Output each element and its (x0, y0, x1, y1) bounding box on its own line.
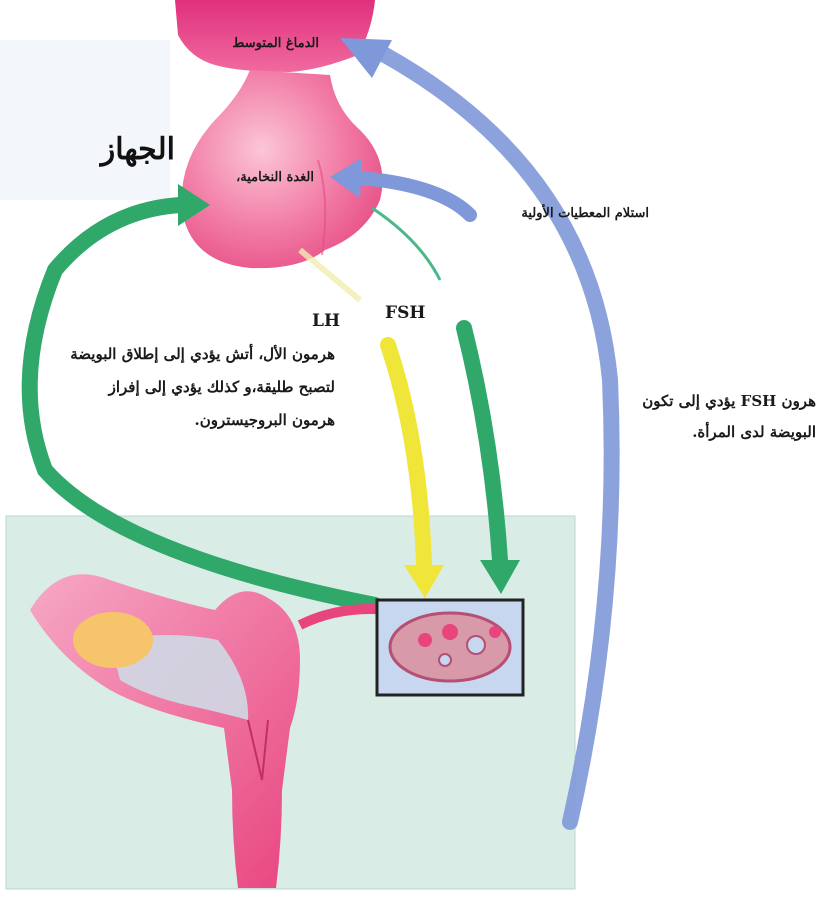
page-title: الجهاز ال (90, 132, 175, 167)
lh-connector (300, 250, 360, 300)
follicle-3 (467, 636, 485, 654)
follicle-5 (489, 626, 501, 638)
fsh-description: هرون FSH يؤدي إلى تكون البويضة لدى المرأ… (626, 386, 816, 448)
follicle-2 (442, 624, 458, 640)
midbrain-label: الدماغ المتوسط (232, 36, 319, 51)
ovary-inset (390, 613, 510, 681)
follicle-1 (418, 633, 432, 647)
pituitary-label: الغدة النخامية، (236, 170, 314, 185)
fsh-connector (372, 208, 440, 280)
background-wash (0, 40, 170, 200)
fsh-label: FSH (385, 303, 425, 323)
lh-label: LH (312, 311, 340, 331)
left-ovary (73, 612, 153, 668)
input-reception-label: استلام المعطيات الأولية (521, 206, 649, 221)
lh-description: هرمون الأل، أتش يؤدي إلى إطلاق البويضة ل… (65, 338, 335, 437)
follicle-4 (439, 654, 451, 666)
